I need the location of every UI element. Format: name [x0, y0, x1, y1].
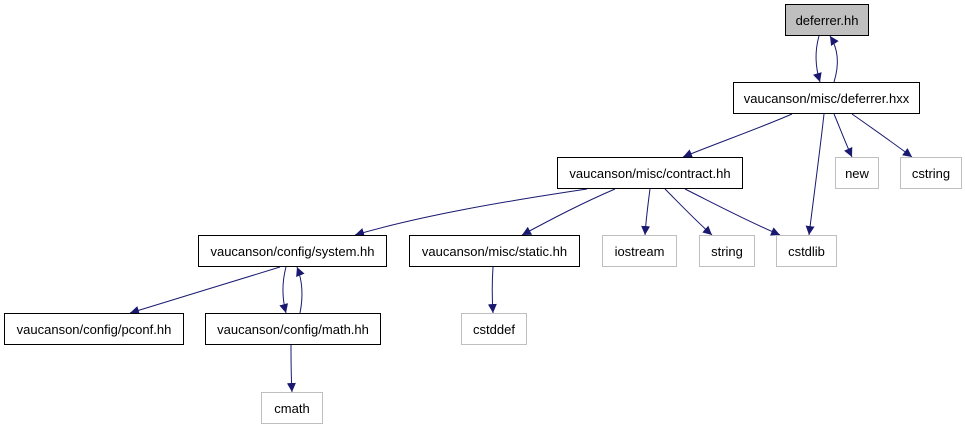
edge-deferrer-hxx-to-cstdlib	[805, 113, 825, 236]
edge-contract-hh-to-iostream	[641, 188, 651, 236]
edge-system-hh-to-math-hh	[279, 266, 289, 314]
node-iostream: iostream	[602, 235, 677, 267]
node-cmath: cmath	[261, 392, 323, 424]
edge-contract-hh-to-cstdlib	[684, 188, 781, 236]
node-system-hh[interactable]: vaucanson/config/system.hh	[198, 235, 387, 267]
node-cstddef: cstddef	[461, 313, 527, 345]
node-deferrer-hh[interactable]: deferrer.hh	[785, 4, 869, 36]
node-deferrer-hxx[interactable]: vaucanson/misc/deferrer.hxx	[733, 82, 920, 114]
edge-deferrer-hh-to-deferrer-hxx	[813, 35, 822, 83]
edge-math-hh-to-cmath	[286, 344, 296, 393]
node-static-hh[interactable]: vaucanson/misc/static.hh	[409, 235, 580, 267]
edge-deferrer-hxx-to-deferrer-hh	[829, 35, 839, 83]
edge-contract-hh-to-static-hh	[521, 188, 616, 236]
edge-deferrer-hxx-to-cstring	[851, 113, 913, 158]
edge-deferrer-hxx-to-new	[833, 113, 853, 158]
node-math-hh[interactable]: vaucanson/config/math.hh	[205, 313, 381, 345]
node-cstring: cstring	[900, 157, 962, 189]
edge-static-hh-to-cstddef	[487, 266, 497, 314]
node-cstdlib: cstdlib	[776, 235, 837, 267]
edge-math-hh-to-system-hh	[296, 266, 305, 314]
edge-system-hh-to-pconf-hh	[129, 266, 281, 315]
node-string: string	[699, 235, 755, 267]
node-contract-hh[interactable]: vaucanson/misc/contract.hh	[557, 157, 743, 189]
edge-deferrer-hxx-to-contract-hh	[682, 113, 793, 158]
edge-contract-hh-to-string	[664, 188, 713, 236]
node-pconf-hh[interactable]: vaucanson/config/pconf.hh	[4, 313, 184, 345]
edge-contract-hh-to-system-hh	[354, 188, 588, 237]
node-new: new	[835, 157, 879, 189]
